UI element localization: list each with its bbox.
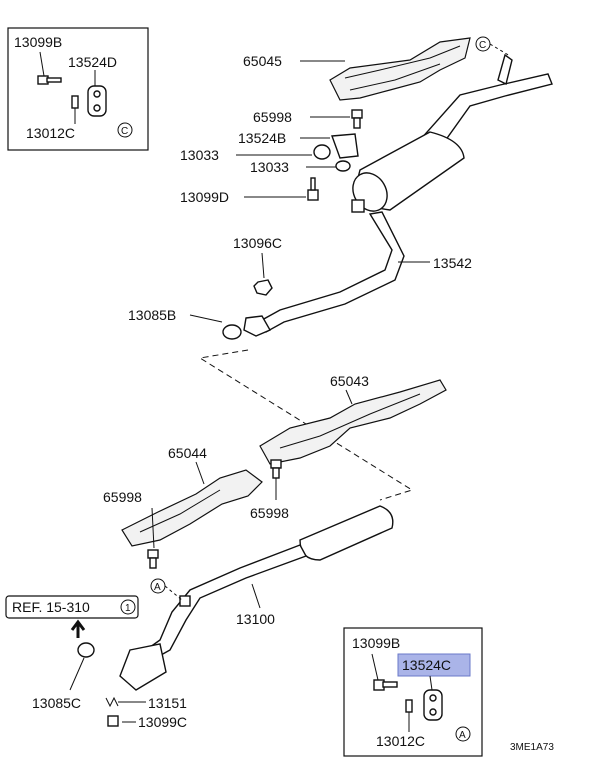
inset-bottom-label-13012c[interactable]: 13012C [376,733,425,749]
inset-top-label-13012c[interactable]: 13012C [26,125,75,141]
arrow-up-icon [70,619,86,638]
label-65998-mid[interactable]: 65998 [250,505,289,521]
clip-icon [351,109,363,129]
marker-c-top: C [479,40,486,51]
inset-top-left: 13099B 13524D 13012C C [7,27,149,151]
label-13085c[interactable]: 13085C [32,695,81,711]
label-65044[interactable]: 65044 [168,445,207,461]
heat-shield-65044 [121,469,263,547]
bolt-icon [107,715,119,727]
inset-bottom-marker: A [459,730,466,741]
rubber-hanger-icon [423,689,443,721]
flange-icon [243,315,271,337]
bolt-icon [373,679,398,691]
heat-shield-65043 [259,379,447,465]
clip-icon [270,459,282,479]
pin-icon [71,95,79,109]
heat-shield-65045 [329,37,471,101]
label-65998-top[interactable]: 65998 [253,109,292,125]
label-13099c[interactable]: 13099C [138,714,187,730]
label-13524b[interactable]: 13524B [238,130,286,146]
ref-box[interactable]: REF. 15-310 1 [5,595,139,619]
center-pipe-13542 [254,211,405,333]
label-65043[interactable]: 65043 [330,373,369,389]
inset-bottom-label-13524c[interactable]: 13524C [402,657,451,673]
diagram-code: 3ME1A73 [510,742,554,753]
marker-c-circle [117,122,133,138]
gasket-icon [222,324,242,340]
label-13099d[interactable]: 13099D [180,189,229,205]
pin-icon [405,699,413,713]
highlight-box [397,653,471,677]
gasket-icon [335,160,351,172]
bracket-icon [331,133,359,159]
bolt-icon [37,75,62,85]
inset-bottom-label-13099b[interactable]: 13099B [352,635,400,651]
ref-num: 1 [125,603,131,614]
rubber-hanger-icon [87,85,107,117]
label-65998-left[interactable]: 65998 [103,489,142,505]
label-13033-a[interactable]: 13033 [180,147,219,163]
label-13542[interactable]: 13542 [433,255,472,271]
label-13096c[interactable]: 13096C [233,235,282,251]
label-13033-b[interactable]: 13033 [250,159,289,175]
gasket-icon [77,642,95,658]
rear-muffler [351,53,553,213]
clip-icon [147,549,159,569]
label-13100[interactable]: 13100 [236,611,275,627]
label-13151[interactable]: 13151 [148,695,187,711]
inset-top-label-13099b[interactable]: 13099B [14,34,62,50]
ref-text: REF. 15-310 [12,599,90,615]
spring-icon [105,696,119,708]
bolt-icon [307,177,319,201]
label-65045[interactable]: 65045 [243,53,282,69]
front-pipe-13100 [119,505,394,691]
inset-top-marker: C [121,126,128,137]
inset-top-label-13524d[interactable]: 13524D [68,54,117,70]
label-13085b[interactable]: 13085B [128,307,176,323]
marker-a-mid: A [154,582,161,593]
inset-bottom-right: 13099B 13524C 13012C A [343,627,483,757]
gasket-icon [313,144,331,160]
nut-icon [253,279,273,296]
